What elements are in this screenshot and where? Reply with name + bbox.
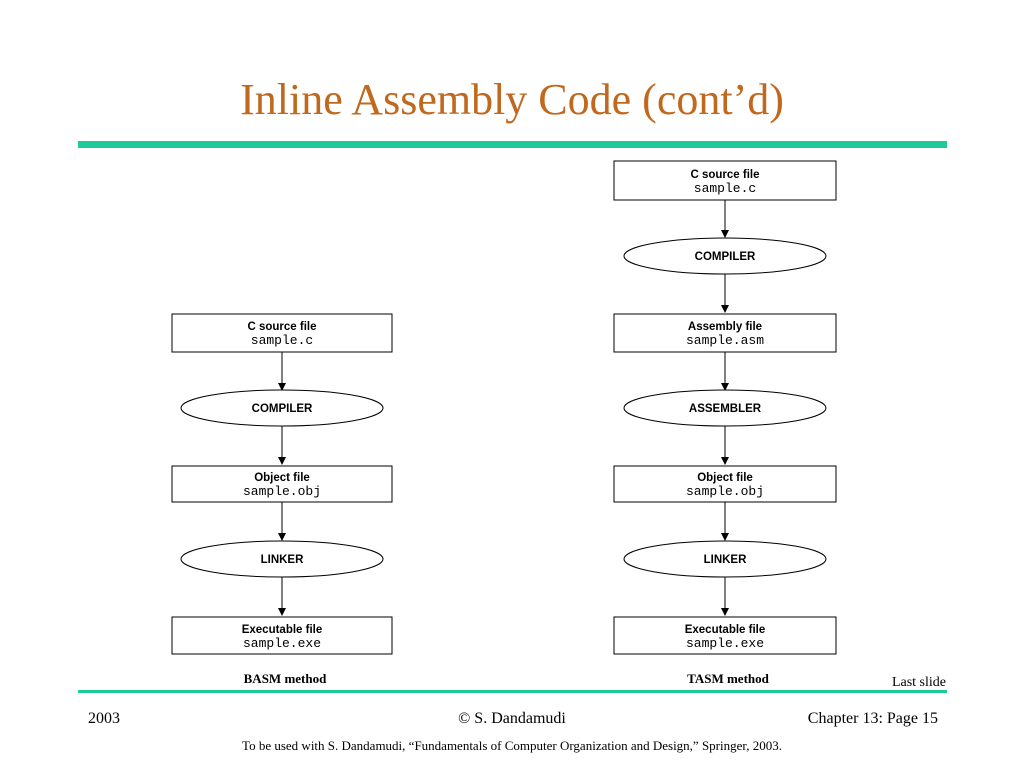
tasm-executable-box [613,616,837,655]
basm-source-box [171,313,393,353]
tasm-source-label: C source file [690,169,759,181]
tasm-assembly-file: sample.asm [686,333,764,348]
tasm-assembly-box [613,313,837,353]
footer-year: 2003 [88,710,120,727]
tasm-assembly-label: Assembly file [688,321,762,333]
basm-executable-box [171,616,393,655]
tasm-compiler-label: COMPILER [695,251,756,263]
basm-executable-label: Executable file [242,624,323,636]
tasm-executable-file: sample.exe [686,636,764,651]
basm-object-file: sample.obj [243,484,321,499]
last-slide-link[interactable]: Last slide [891,675,946,690]
tasm-object-label: Object file [697,472,753,484]
tasm-method-caption: TASM method [687,671,770,686]
basm-source-label: C source file [247,321,316,333]
basm-compiler-label: COMPILER [252,403,313,415]
tasm-executable-label: Executable file [685,624,766,636]
basm-source-file: sample.c [251,333,313,348]
title-rule [78,141,947,148]
tasm-linker-label: LINKER [704,554,748,566]
tasm-source-file: sample.c [694,181,756,196]
tasm-object-box [613,465,837,503]
tasm-object-file: sample.obj [686,484,764,499]
tasm-assembler-label: ASSEMBLER [689,403,762,415]
footer-note: To be used with S. Dandamudi, “Fundament… [242,738,782,753]
tasm-flow: C source file sample.c COMPILER Assembly… [613,160,837,686]
footer-author: © S. Dandamudi [458,710,566,727]
basm-executable-file: sample.exe [243,636,321,651]
basm-flow: C source file sample.c COMPILER Object f… [171,313,393,686]
basm-method-caption: BASM method [244,671,327,686]
basm-object-label: Object file [254,472,310,484]
basm-linker-label: LINKER [261,554,305,566]
slide-title: Inline Assembly Code (cont’d) [240,75,784,124]
footer-page: Chapter 13: Page 15 [807,710,938,727]
basm-object-box [171,465,393,503]
footer-rule [78,690,947,693]
